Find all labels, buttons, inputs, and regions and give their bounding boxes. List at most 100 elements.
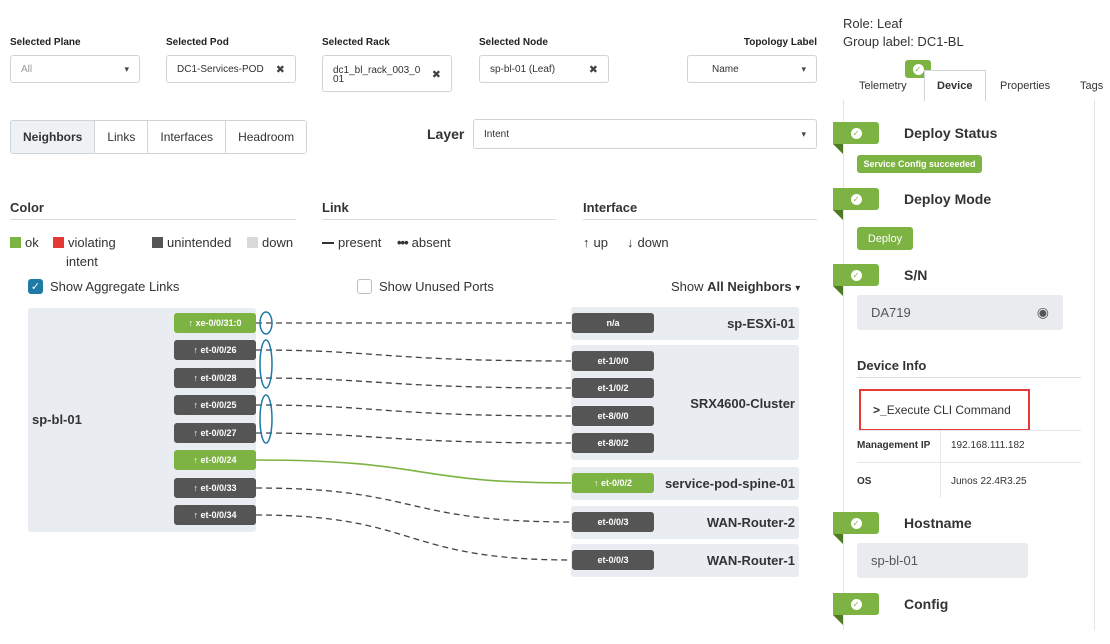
node-select-value: sp-bl-01 (Leaf) [490,63,556,75]
local-node-name: sp-bl-01 [32,412,82,427]
neighbor-port[interactable]: n/a [572,313,654,333]
link-et-0-0-26[interactable] [255,349,573,362]
clear-icon[interactable]: ✖ [588,63,598,76]
tab-links[interactable]: Links [95,121,149,153]
show-prefix: Show [671,279,704,294]
neighbor-port[interactable]: et-1/0/2 [572,378,654,398]
tab-device[interactable]: Device [937,80,973,92]
violating-swatch [53,237,64,248]
aggregate-links-option[interactable]: ✓ Show Aggregate Links [28,279,179,294]
show-neighbors-dropdown[interactable]: Show All Neighbors ▾ [671,279,800,294]
rack-select[interactable]: dc1_bl_rack_003_0 01 ✖ [322,55,452,92]
aggregate-ring[interactable] [259,394,273,444]
neighbor-port[interactable]: et-8/0/2 [572,433,654,453]
divider [583,219,817,220]
port-et-0-0-33[interactable]: ↑ et-0/0/33 [174,478,256,498]
link-et-0-0-25[interactable] [255,404,573,417]
topology-label-title: Topology Label [743,37,817,48]
device-info-title: Device Info [857,358,927,373]
link-et-0-0-28[interactable] [255,377,573,389]
port-et-0-0-26[interactable]: ↑ et-0/0/26 [174,340,256,360]
arrow-up-icon: ↑ [193,510,201,520]
chevron-down-icon: ▾ [124,63,129,74]
neighbor-name: SRX4600-Cluster [690,396,795,411]
plane-select[interactable]: All ▾ [10,55,140,83]
flag-tail [833,534,843,544]
port-label: et-0/0/33 [200,483,237,493]
execute-cli-button[interactable]: >_ Execute CLI Command [859,389,1030,431]
port-label: et-0/0/26 [200,345,237,355]
aggregate-ring[interactable] [259,311,273,335]
hostname-flag: ✓ [833,512,879,534]
caret-down-icon: ▾ [795,283,801,294]
interface-legend-title: Interface [583,200,638,215]
port-xe-0-0-31-0[interactable]: ↑ xe-0/0/31:0 [174,313,256,333]
link-et-0-0-24[interactable] [255,459,573,484]
clear-icon[interactable]: ✖ [275,63,285,76]
tab-headroom[interactable]: Headroom [226,121,307,153]
selected-rack-label: Selected Rack [322,37,390,48]
legend-violating-label: violating [68,235,116,250]
neighbor-name: sp-ESXi-01 [727,316,795,331]
arrow-up-icon: ↑ [193,400,201,410]
clear-icon[interactable]: ✖ [431,69,441,81]
neighbor-port[interactable]: et-0/0/3 [572,512,654,532]
topology-label-select[interactable]: Name ▾ [687,55,817,83]
color-legend-title: Color [10,200,44,215]
hostname-field: sp-bl-01 [857,543,1028,578]
port-label: et-0/0/25 [200,400,237,410]
deploy-mode-button[interactable]: Deploy [857,227,913,250]
sn-value: DA719 [871,305,911,320]
layer-select[interactable]: Intent ▾ [473,119,817,149]
port-et-0-0-25[interactable]: ↑ et-0/0/25 [174,395,256,415]
checkbox-unchecked-icon[interactable] [357,279,372,294]
flag-tail [833,286,843,296]
arrow-up-icon: ↑ [188,318,196,328]
view-tabs: Neighbors Links Interfaces Headroom [10,120,308,154]
port-et-0-0-27[interactable]: ↑ et-0/0/27 [174,423,256,443]
legend-if-down-label: down [637,235,669,250]
legend-violating-label-line2: intent [66,254,98,269]
port-et-0-0-28[interactable]: ↑ et-0/0/28 [174,368,256,388]
tab-neighbors[interactable]: Neighbors [11,121,96,153]
legend-absent-label: absent [411,235,451,250]
link-et-0-0-27[interactable] [255,432,573,444]
sn-title: S/N [904,267,928,283]
config-flag: ✓ [833,593,879,615]
eye-icon[interactable]: ◉ [1036,304,1049,320]
checkbox-checked-icon[interactable]: ✓ [28,279,43,294]
link-et-0-0-34[interactable] [255,514,573,561]
layer-select-value: Intent [484,128,510,140]
check-icon: ✓ [850,193,862,205]
info-value: Junos 22.4R3.25 [951,476,1027,487]
down-swatch [247,237,258,248]
tab-interfaces[interactable]: Interfaces [148,121,227,153]
legend-up: ↑ up [583,235,608,250]
divider [10,219,296,220]
neighbor-port[interactable]: ↑ et-0/0/2 [572,473,654,493]
tab-properties[interactable]: Properties [1000,80,1051,92]
unused-ports-option[interactable]: Show Unused Ports [357,279,494,294]
aggregate-ring[interactable] [259,339,273,389]
divider [322,219,556,220]
neighbor-port[interactable]: et-0/0/3 [572,550,654,570]
legend-if-down: ↓ down [627,235,669,250]
check-icon: ✓ [912,63,924,75]
sn-field: DA719 ◉ [857,295,1063,330]
port-et-0-0-34[interactable]: ↑ et-0/0/34 [174,505,256,525]
neighbor-port[interactable]: et-8/0/0 [572,406,654,426]
arrow-up-icon: ↑ [193,455,201,465]
divider [857,462,1081,463]
link-et-0-0-33[interactable] [255,487,573,523]
link-legend-title: Link [322,200,349,215]
check-icon: ✓ [850,517,862,529]
tab-telemetry[interactable]: Telemetry [859,80,907,92]
pod-select[interactable]: DC1-Services-POD ✖ [166,55,296,83]
node-select[interactable]: sp-bl-01 (Leaf) ✖ [479,55,609,83]
arrow-up-icon: ↑ [193,345,201,355]
rack-value-line1: dc1_bl_rack_003_0 [333,64,421,76]
port-et-0-0-24[interactable]: ↑ et-0/0/24 [174,450,256,470]
panel-border-left [843,100,844,630]
tab-tags[interactable]: Tags [1080,80,1104,92]
neighbor-port[interactable]: et-1/0/0 [572,351,654,371]
